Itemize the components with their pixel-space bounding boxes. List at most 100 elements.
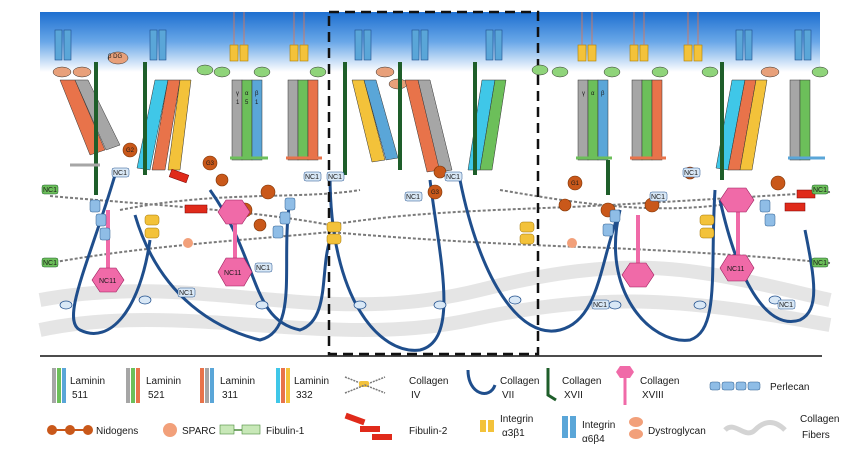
svg-text:α: α [591,91,595,97]
svg-text:NC1: NC1 [779,302,793,309]
svg-text:Laminin: Laminin [70,376,105,387]
nc1-tags: NC1 NC1 NC1 NC1 NC1 NC1 NC1 NC1 NC1 NC1 … [41,167,829,310]
svg-text:NC11: NC11 [224,270,241,277]
svg-text:NC1: NC1 [113,170,127,177]
svg-text:Laminin: Laminin [146,376,181,387]
svg-text:NC1: NC1 [406,194,420,201]
highlight-box [327,10,540,356]
svg-text:Perlecan: Perlecan [770,382,809,393]
svg-text:NC1: NC1 [813,260,827,267]
legend-perlecan: Perlecan [709,381,809,393]
legend-collagen-iv: Collagen IV [344,376,448,401]
svg-text:1: 1 [236,100,240,106]
legend-nidogens: Nidogens [47,425,138,437]
svg-text:5: 5 [245,100,249,106]
integrin-a6b4-icon [562,416,568,438]
svg-text:NC1: NC1 [813,187,827,194]
sparc-icon [163,423,177,437]
svg-text:NC1: NC1 [593,302,607,309]
svg-text:NC11: NC11 [727,266,744,273]
svg-text:Integrin: Integrin [582,420,615,431]
collagen-xviii: NC11 NC11 NC11 [91,187,755,293]
svg-text:521: 521 [148,390,165,401]
svg-text:311: 311 [222,390,238,401]
svg-text:β DG: β DG [108,54,122,60]
svg-text:332: 332 [296,390,313,401]
dystroglycan-icon [629,417,643,427]
svg-text:Laminin: Laminin [220,376,255,387]
svg-text:1: 1 [255,100,259,106]
svg-text:XVIII: XVIII [642,390,664,401]
svg-text:XVII: XVII [564,390,583,401]
svg-text:α: α [245,91,249,97]
sparc-marks [183,238,577,248]
svg-text:G2: G2 [126,148,135,154]
svg-text:Fibers: Fibers [802,430,830,441]
svg-text:G1: G1 [571,181,580,187]
legend-collagen-xvii: Collagen XVII [546,368,601,402]
svg-text:G3: G3 [206,161,215,167]
svg-text:γ: γ [236,91,239,97]
cytoskeleton-fibers [233,12,699,45]
svg-text:NC1: NC1 [651,194,665,201]
laminin-332-icon [276,368,280,403]
svg-text:Fibulin-1: Fibulin-1 [266,426,305,437]
fibulin-1-icon [219,424,235,435]
cell-membrane [40,12,820,72]
svg-text:G3: G3 [431,190,440,196]
svg-text:VII: VII [502,390,514,401]
svg-text:511: 511 [72,390,88,401]
svg-text:NC1: NC1 [684,170,698,177]
svg-text:NC1: NC1 [43,260,57,267]
svg-text:Collagen: Collagen [500,376,539,387]
legend-integrin-a3b1: Integrin α3β1 [480,414,533,439]
svg-text:NC1: NC1 [305,174,319,181]
legend-laminin-521: Laminin 521 [126,368,181,403]
svg-text:NC1: NC1 [446,174,460,181]
legend-dystroglycan: Dystroglycan [629,417,706,439]
svg-text:NC11: NC11 [99,278,116,285]
nidogen-icon [47,425,57,435]
svg-text:γ: γ [582,91,585,97]
integrin-clusters [54,29,812,61]
legend-laminin-332: Laminin 332 [276,368,329,403]
legend-row-2: Nidogens SPARC Fibulin-1 Fibulin-2 Integ… [47,412,839,445]
perlecan-icon [709,381,721,391]
chain-labels: γ α β 1 5 1 γ α β β DG [108,54,605,106]
svg-text:α6β4: α6β4 [582,434,605,445]
svg-text:NC1: NC1 [328,174,342,181]
legend-sparc: SPARC [163,423,216,437]
laminin-311-icon [200,368,204,403]
collagen-xvii-icon [546,368,557,402]
svg-text:Nidogens: Nidogens [96,426,138,437]
collagen-iv-junctions [144,214,715,245]
svg-text:NC1: NC1 [256,265,270,272]
fibulin-2-icon [344,412,366,426]
collagen-vii-icon [466,369,497,395]
membrane-receptors [52,51,829,90]
svg-text:Integrin: Integrin [500,414,533,425]
laminin-feet [70,156,825,167]
integrin-a3b1-icon [480,420,486,432]
svg-text:Fibulin-2: Fibulin-2 [409,426,448,437]
svg-text:Collagen: Collagen [800,414,839,425]
svg-text:β: β [601,91,605,97]
svg-text:NC1: NC1 [43,187,57,194]
legend-fibulin-2: Fibulin-2 [344,412,448,440]
svg-text:NC1: NC1 [179,290,193,297]
legend-integrin-a6b4: Integrin α6β4 [562,416,615,445]
legend-collagen-fibers: Collagen Fibers [723,414,839,441]
svg-text:α3β1: α3β1 [502,428,525,439]
laminin-bundles [59,79,811,173]
collagen-fibers-icon [723,420,787,436]
svg-text:Laminin: Laminin [294,376,329,387]
legend-fibulin-1: Fibulin-1 [219,424,305,437]
svg-text:Collagen: Collagen [640,376,679,387]
svg-text:Dystroglycan: Dystroglycan [648,426,706,437]
collagen-vii-loops [71,174,816,352]
svg-text:Collagen: Collagen [562,376,601,387]
perlecan-chains [89,197,776,241]
collagen-xvii-lines [94,62,724,195]
